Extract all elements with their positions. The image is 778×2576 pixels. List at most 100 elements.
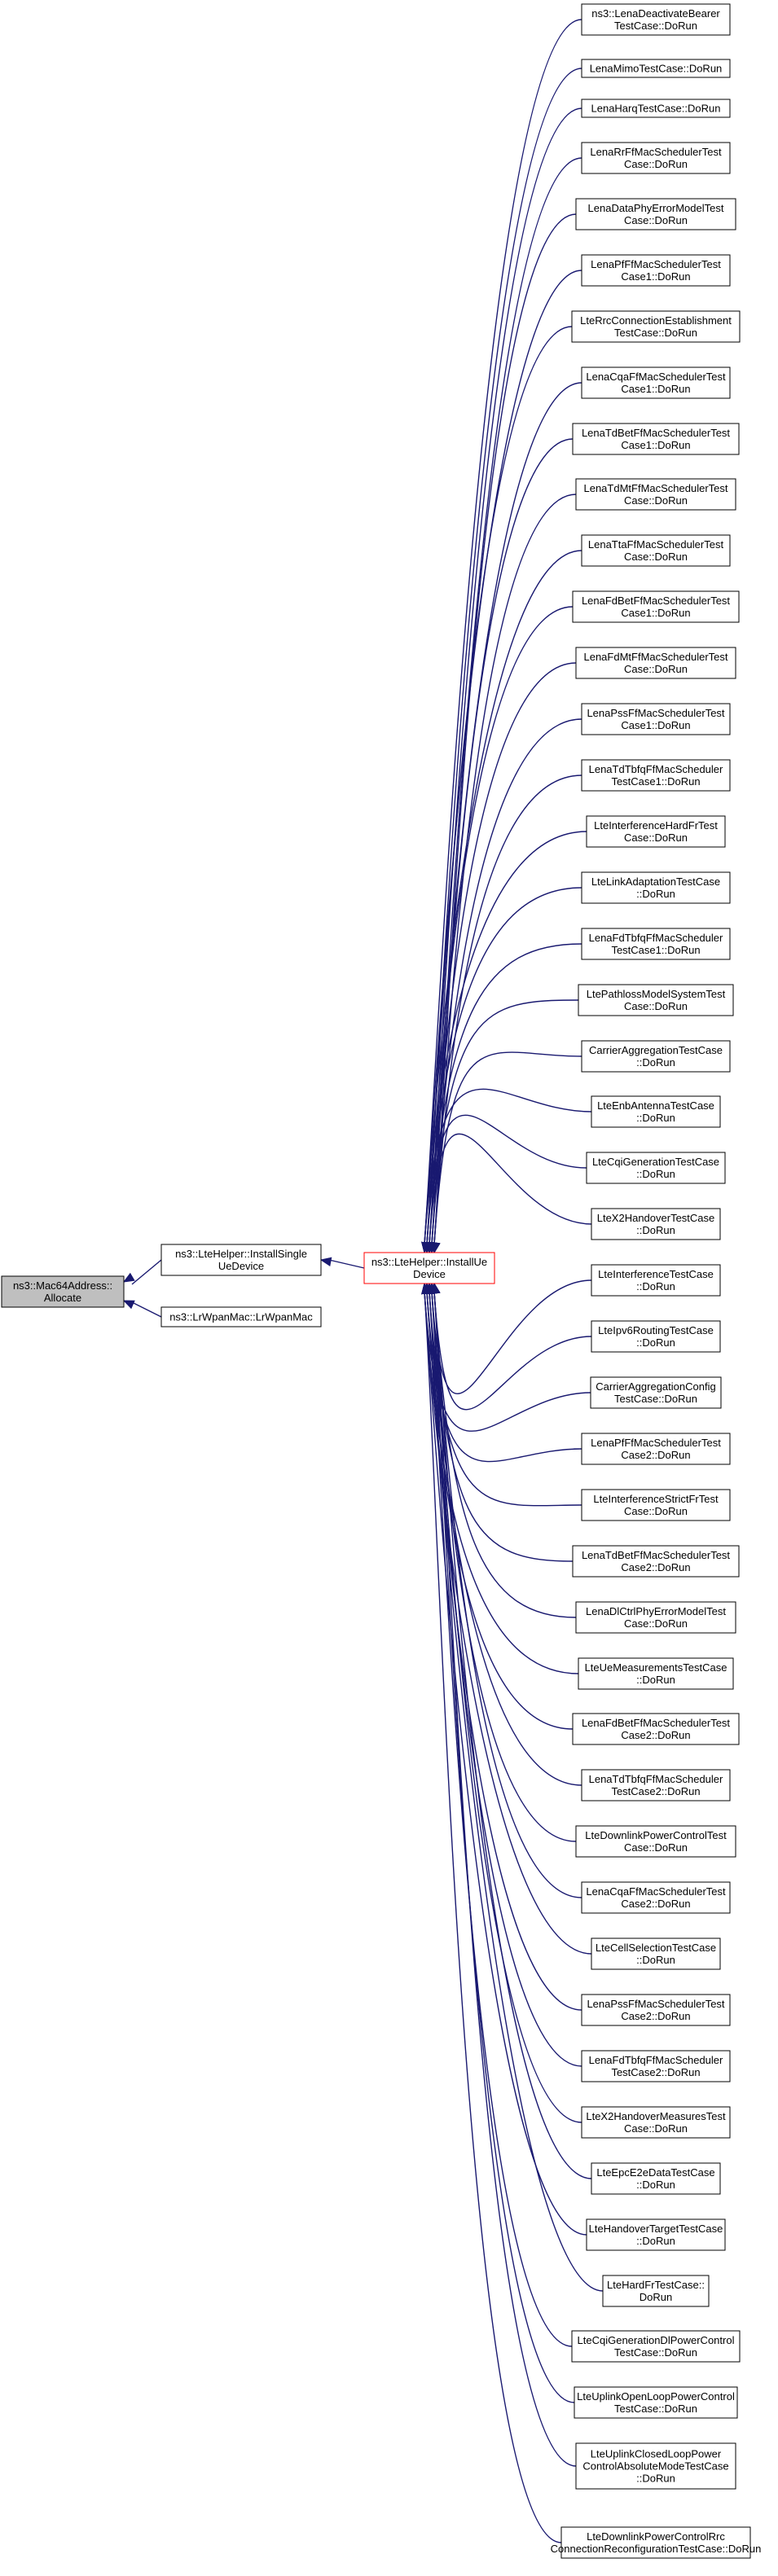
edge-caller-41 <box>426 1291 604 2292</box>
caller-node-30[interactable]: LteUeMeasurementsTestCase::DoRun <box>578 1657 734 1690</box>
caller-node-40[interactable]: LteHandoverTargetTestCase::DoRun <box>586 2218 726 2251</box>
root-node[interactable]: ns3::Mac64Address::Allocate <box>1 1275 125 1308</box>
caller-node-37-label-line: LenaFdTbfqFfMacScheduler <box>589 2054 723 2066</box>
caller-node-2-label: LenaHarqTestCase::DoRun <box>591 103 721 115</box>
caller-node-30-label-line: ::DoRun <box>636 1674 675 1686</box>
node-install-ue-device-label-line: ns3::LteHelper::InstallUe <box>371 1256 487 1268</box>
edge-arrow-45 <box>421 1282 431 1295</box>
node-lrwpan-mac-label: ns3::LrWpanMac::LrWpanMac <box>169 1311 313 1323</box>
caller-node-45-label-line: ConnectionReconfigurationTestCase::DoRun <box>551 2543 762 2555</box>
caller-node-35[interactable]: LteCellSelectionTestCase::DoRun <box>591 1937 721 1970</box>
caller-node-20[interactable]: LteEnbAntennaTestCase::DoRun <box>591 1095 721 1128</box>
edge-caller-26 <box>426 1291 582 1463</box>
caller-node-44-box <box>575 2442 736 2490</box>
caller-node-20-label: LteEnbAntennaTestCase::DoRun <box>597 1099 714 1124</box>
caller-node-31-box <box>572 1713 740 1745</box>
caller-node-17-box <box>581 928 731 960</box>
caller-node-40-label: LteHandoverTargetTestCase::DoRun <box>589 2223 723 2247</box>
caller-node-21[interactable]: LteCqiGenerationTestCase::DoRun <box>586 1152 726 1184</box>
node-install-single-ue-label-line: ns3::LteHelper::InstallSingle <box>175 1248 307 1260</box>
caller-node-22-label: LteX2HandoverTestCase::DoRun <box>597 1212 715 1236</box>
edge-caller-22 <box>429 1133 592 1245</box>
caller-node-22[interactable]: LteX2HandoverTestCase::DoRun <box>591 1208 721 1240</box>
caller-node-35-label-line: LteCellSelectionTestCase <box>596 1942 716 1954</box>
caller-node-24[interactable]: LteIpv6RoutingTestCase::DoRun <box>591 1320 721 1353</box>
edge-arrow-root-1 <box>122 1272 135 1283</box>
caller-node-19[interactable]: CarrierAggregationTestCase::DoRun <box>581 1040 731 1073</box>
edge-caller-14 <box>433 775 582 1245</box>
caller-node-30-label-line: LteUeMeasurementsTestCase <box>585 1661 727 1674</box>
caller-node-1-label: LenaMimoTestCase::DoRun <box>590 63 723 75</box>
caller-node-42-label-line: TestCase::DoRun <box>614 2346 697 2359</box>
root-node-box <box>1 1275 125 1308</box>
caller-node-24-box <box>591 1320 721 1353</box>
edge-focus-installsingle <box>328 1259 365 1269</box>
caller-node-21-label: LteCqiGenerationTestCase::DoRun <box>592 1156 719 1180</box>
node-lrwpan-mac[interactable]: ns3::LrWpanMac::LrWpanMac <box>160 1306 322 1327</box>
caller-node-39[interactable]: LteEpcE2eDataTestCase::DoRun <box>591 2162 721 2195</box>
edge-caller-44 <box>433 1291 577 2467</box>
caller-node-16[interactable]: LteLinkAdaptationTestCase::DoRun <box>581 871 731 904</box>
caller-node-25-label-line: TestCase::DoRun <box>614 1393 697 1405</box>
caller-node-41[interactable]: LteHardFrTestCase::DoRun <box>602 2275 710 2307</box>
caller-node-1[interactable]: LenaMimoTestCase::DoRun <box>581 59 731 78</box>
caller-node-2[interactable]: LenaHarqTestCase::DoRun <box>581 99 731 118</box>
caller-node-29-label-line: Case::DoRun <box>624 1617 688 1630</box>
caller-node-38-box <box>581 2106 731 2139</box>
edge-caller-7 <box>429 382 582 1245</box>
edge-caller-6 <box>426 326 573 1245</box>
caller-node-23[interactable]: LteInterferenceTestCase::DoRun <box>591 1264 721 1297</box>
edge-caller-1 <box>426 68 582 1245</box>
caller-node-35-label: LteCellSelectionTestCase::DoRun <box>596 1942 716 1966</box>
edge-arrow-root-2 <box>122 1300 135 1310</box>
caller-node-26-label-line: LenaPfFfMacSchedulerTest <box>591 1437 721 1449</box>
caller-node-11-label-line: Case1::DoRun <box>621 607 690 619</box>
edge-arrow-installsingle <box>319 1257 332 1266</box>
caller-node-39-label: LteEpcE2eDataTestCase::DoRun <box>596 2166 714 2191</box>
caller-node-6-box <box>571 310 741 343</box>
